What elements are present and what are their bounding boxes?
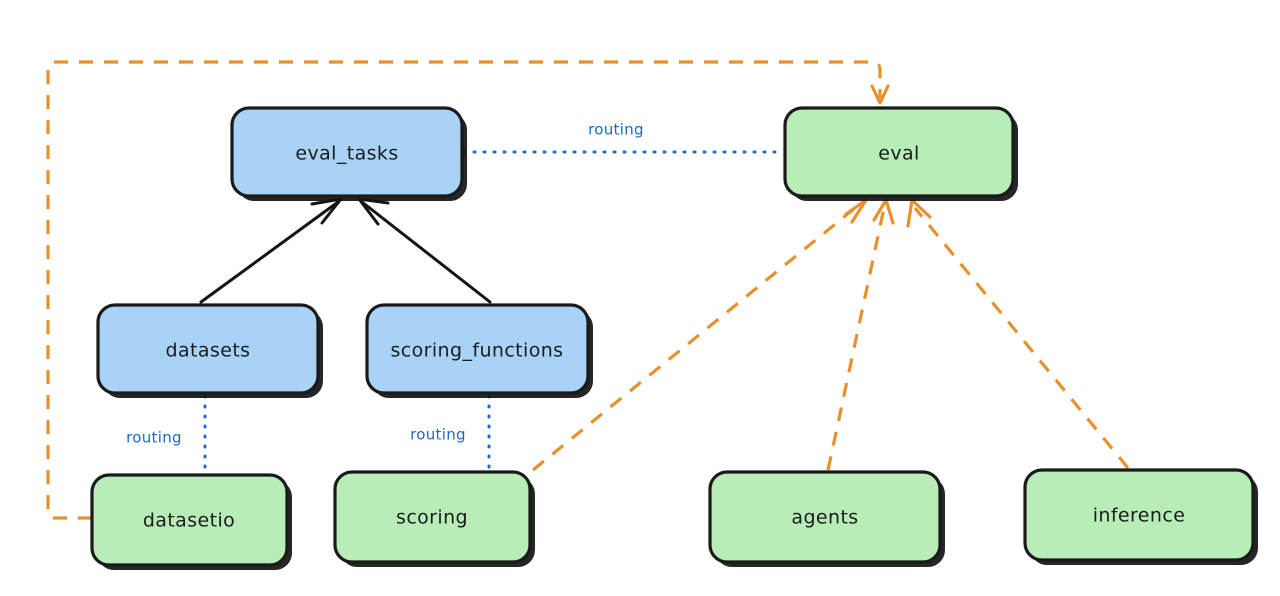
edge-datasets-to-eval_tasks (199, 197, 343, 304)
edge-agents-to-eval (826, 198, 895, 471)
node-agents[interactable]: agents (708, 470, 945, 567)
node-scoring_functions[interactable]: scoring_functions (365, 303, 593, 398)
edge-label-routing-scoring_functions-scoring: routing (410, 426, 466, 444)
node-label-datasetio: datasetio (143, 510, 235, 532)
node-label-agents: agents (791, 507, 858, 529)
edge-label-routing-eval_tasks-eval: routing (588, 121, 644, 139)
node-label-datasets: datasets (166, 340, 251, 362)
node-label-scoring_functions: scoring_functions (391, 340, 564, 362)
node-eval[interactable]: eval (783, 106, 1018, 201)
node-eval_tasks[interactable]: eval_tasks (230, 106, 467, 201)
node-datasetio[interactable]: datasetio (90, 473, 292, 570)
node-label-eval_tasks: eval_tasks (295, 143, 398, 165)
node-datasets[interactable]: datasets (96, 303, 323, 398)
node-label-scoring: scoring (396, 507, 468, 529)
edge-inference-to-eval (906, 198, 1130, 470)
edge-label-routing-datasets-datasetio: routing (126, 429, 182, 447)
node-label-inference: inference (1093, 505, 1186, 527)
edge-scoring_functions-to-eval_tasks (357, 197, 492, 304)
edge-datasetio-to-eval (46, 60, 890, 520)
node-label-eval: eval (878, 143, 919, 165)
node-inference[interactable]: inference (1023, 468, 1258, 565)
node-scoring[interactable]: scoring (333, 470, 535, 567)
